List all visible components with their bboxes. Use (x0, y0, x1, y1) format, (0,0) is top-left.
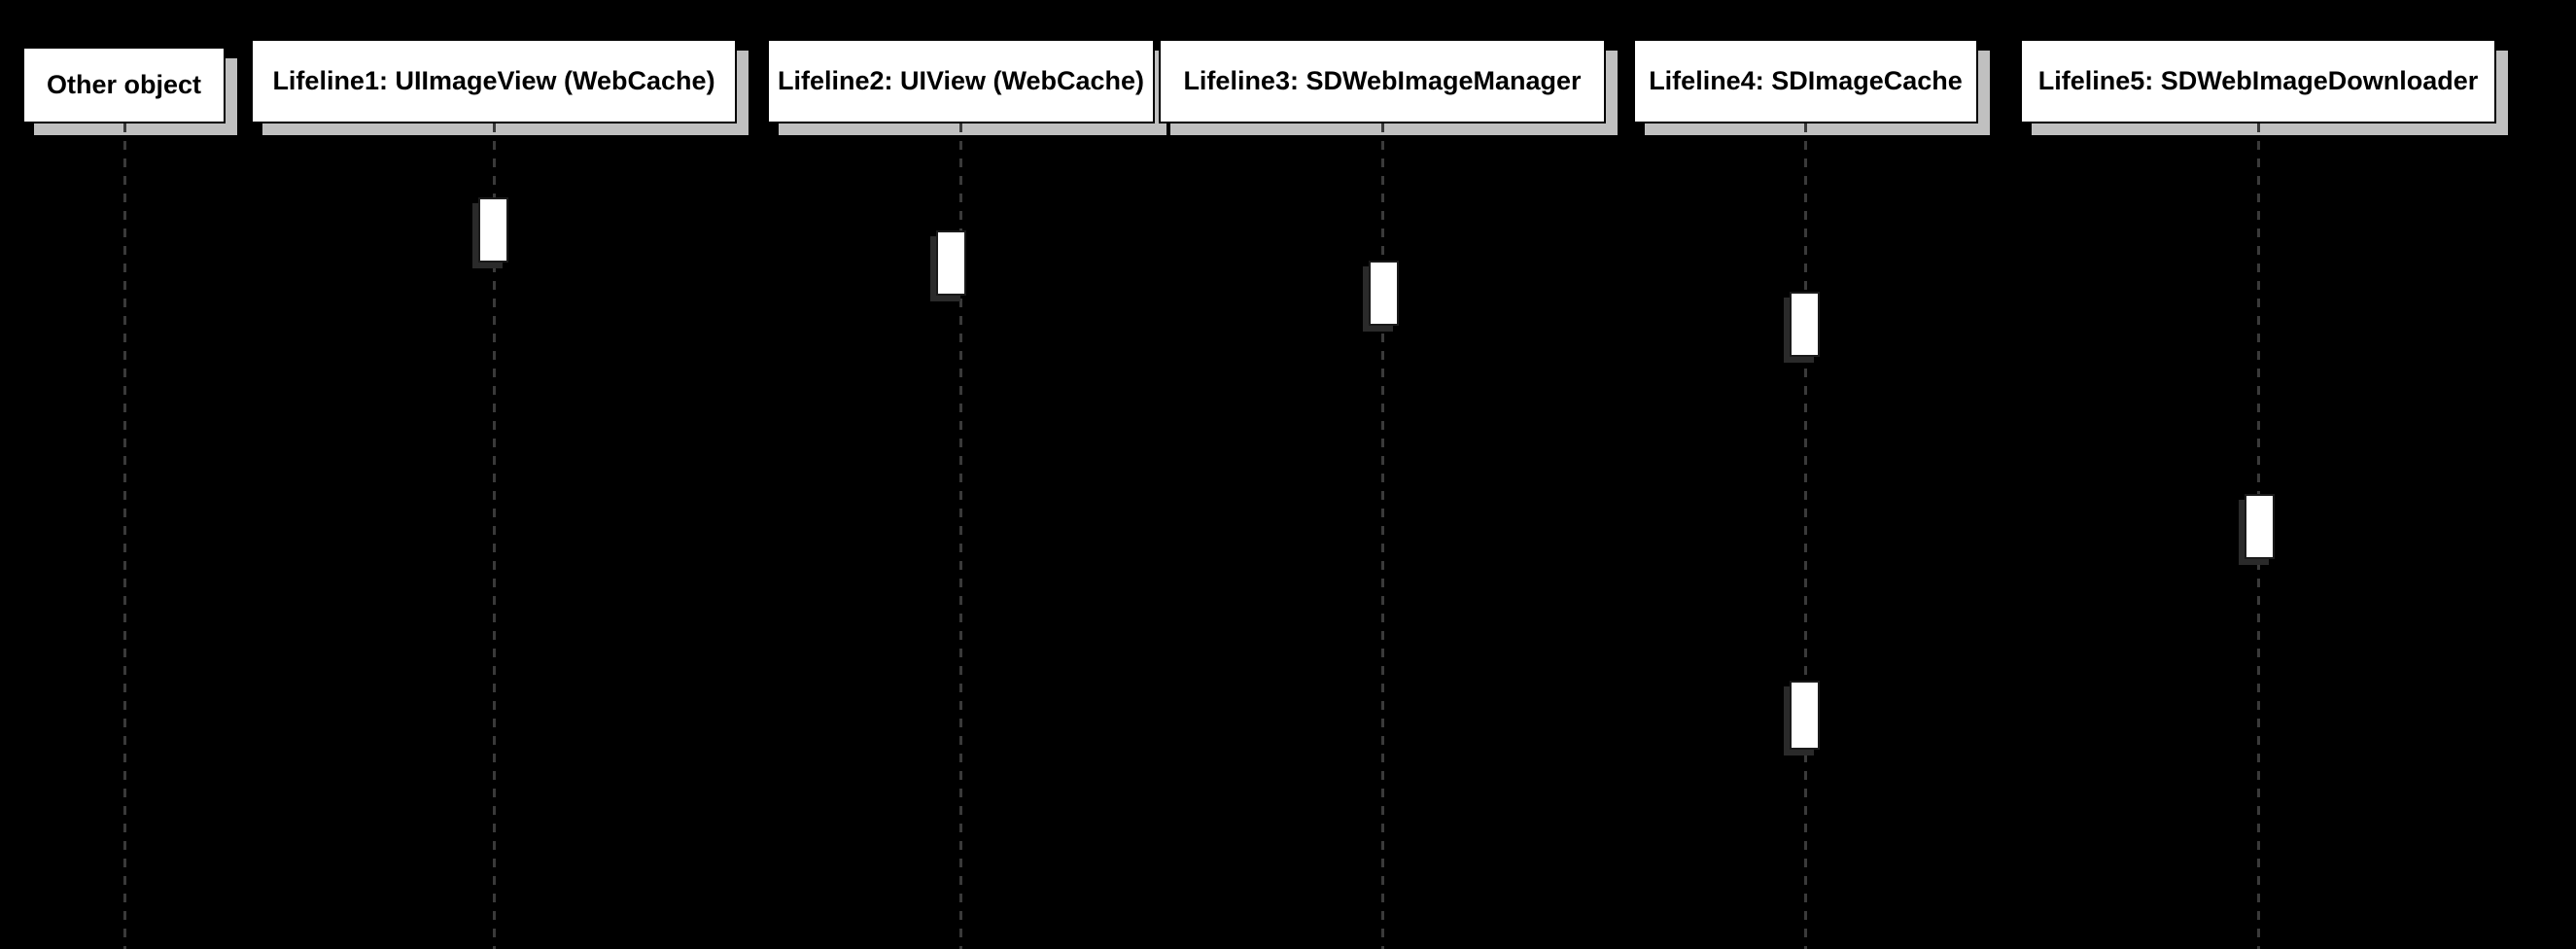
lifeline-head-lifeline2[interactable]: Lifeline2: UIView (WebCache) (767, 39, 1155, 123)
lifeline-head-lifeline5[interactable]: Lifeline5: SDWebImageDownloader (2020, 39, 2496, 123)
lifeline-stem-lifeline2 (959, 123, 962, 949)
lifeline-stem-lifeline1 (493, 123, 496, 949)
lifeline-head-lifeline4[interactable]: Lifeline4: SDImageCache (1633, 39, 1978, 123)
activation-lifeline3[interactable] (1369, 261, 1399, 326)
activation-lifeline2[interactable] (936, 230, 966, 296)
lifeline-head-lifeline1[interactable]: Lifeline1: UIImageView (WebCache) (251, 39, 737, 123)
lifeline-label: Lifeline5: SDWebImageDownloader (2037, 65, 2479, 95)
activation-lifeline4-upper[interactable] (1790, 292, 1820, 357)
lifeline-label: Other object (46, 69, 202, 99)
lifeline-stem-other-object (123, 123, 126, 949)
activation-lifeline5[interactable] (2245, 494, 2275, 559)
activation-lifeline4-lower[interactable] (1790, 681, 1820, 750)
lifeline-head-lifeline3[interactable]: Lifeline3: SDWebImageManager (1159, 39, 1606, 123)
lifeline-stem-lifeline3 (1381, 123, 1384, 949)
lifeline-head-other-object[interactable]: Other object (22, 47, 226, 123)
lifeline-label: Lifeline2: UIView (WebCache) (777, 65, 1145, 95)
lifeline-label: Lifeline4: SDImageCache (1649, 65, 1963, 95)
activation-lifeline1[interactable] (478, 197, 508, 263)
lifeline-stem-lifeline4 (1804, 123, 1807, 949)
lifeline-label: Lifeline1: UIImageView (WebCache) (272, 65, 715, 95)
lifeline-label: Lifeline3: SDWebImageManager (1183, 65, 1582, 95)
